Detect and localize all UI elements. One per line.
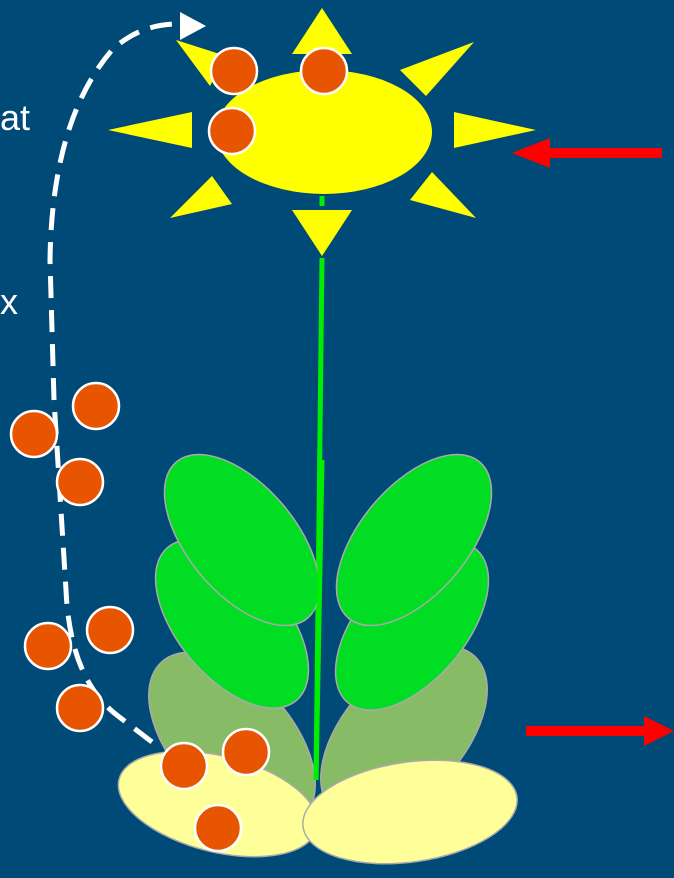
sun-ray-top	[292, 8, 352, 54]
particles-lower	[23, 605, 135, 733]
sun-ray-bottom-right	[410, 172, 476, 218]
particle	[85, 605, 135, 655]
leaf-top-left	[163, 453, 321, 627]
leaf-base-right	[302, 759, 518, 865]
sun-ray-left	[108, 112, 192, 148]
leaf-top-right	[335, 453, 493, 627]
particle	[159, 741, 209, 791]
sun-body	[216, 70, 432, 194]
dashed-path-arrowhead	[180, 12, 206, 40]
particle	[55, 683, 105, 733]
particle	[71, 381, 121, 431]
sun-ray-bottom-left	[170, 176, 232, 218]
label-fragment-at: at	[0, 97, 31, 138]
particle	[299, 46, 349, 96]
particle	[193, 803, 243, 853]
sun-ray-top-right	[400, 42, 474, 96]
arrow-left-pointing	[512, 138, 662, 168]
stem-overlay	[313, 459, 325, 781]
particle	[23, 621, 73, 671]
particle	[55, 457, 105, 507]
sun-ray-bottom	[292, 210, 352, 256]
sun-rays	[108, 8, 536, 256]
particle	[221, 727, 271, 777]
particles-mid	[9, 381, 121, 507]
arrow-right-pointing	[526, 716, 674, 746]
label-fragment-x: x	[0, 281, 18, 322]
sun-ray-right	[454, 112, 536, 148]
dashed-transport-path	[47, 21, 179, 744]
particle	[209, 46, 259, 96]
particle	[207, 106, 257, 156]
particles-sun	[207, 46, 349, 156]
particle	[9, 409, 59, 459]
particles-base	[159, 727, 271, 853]
